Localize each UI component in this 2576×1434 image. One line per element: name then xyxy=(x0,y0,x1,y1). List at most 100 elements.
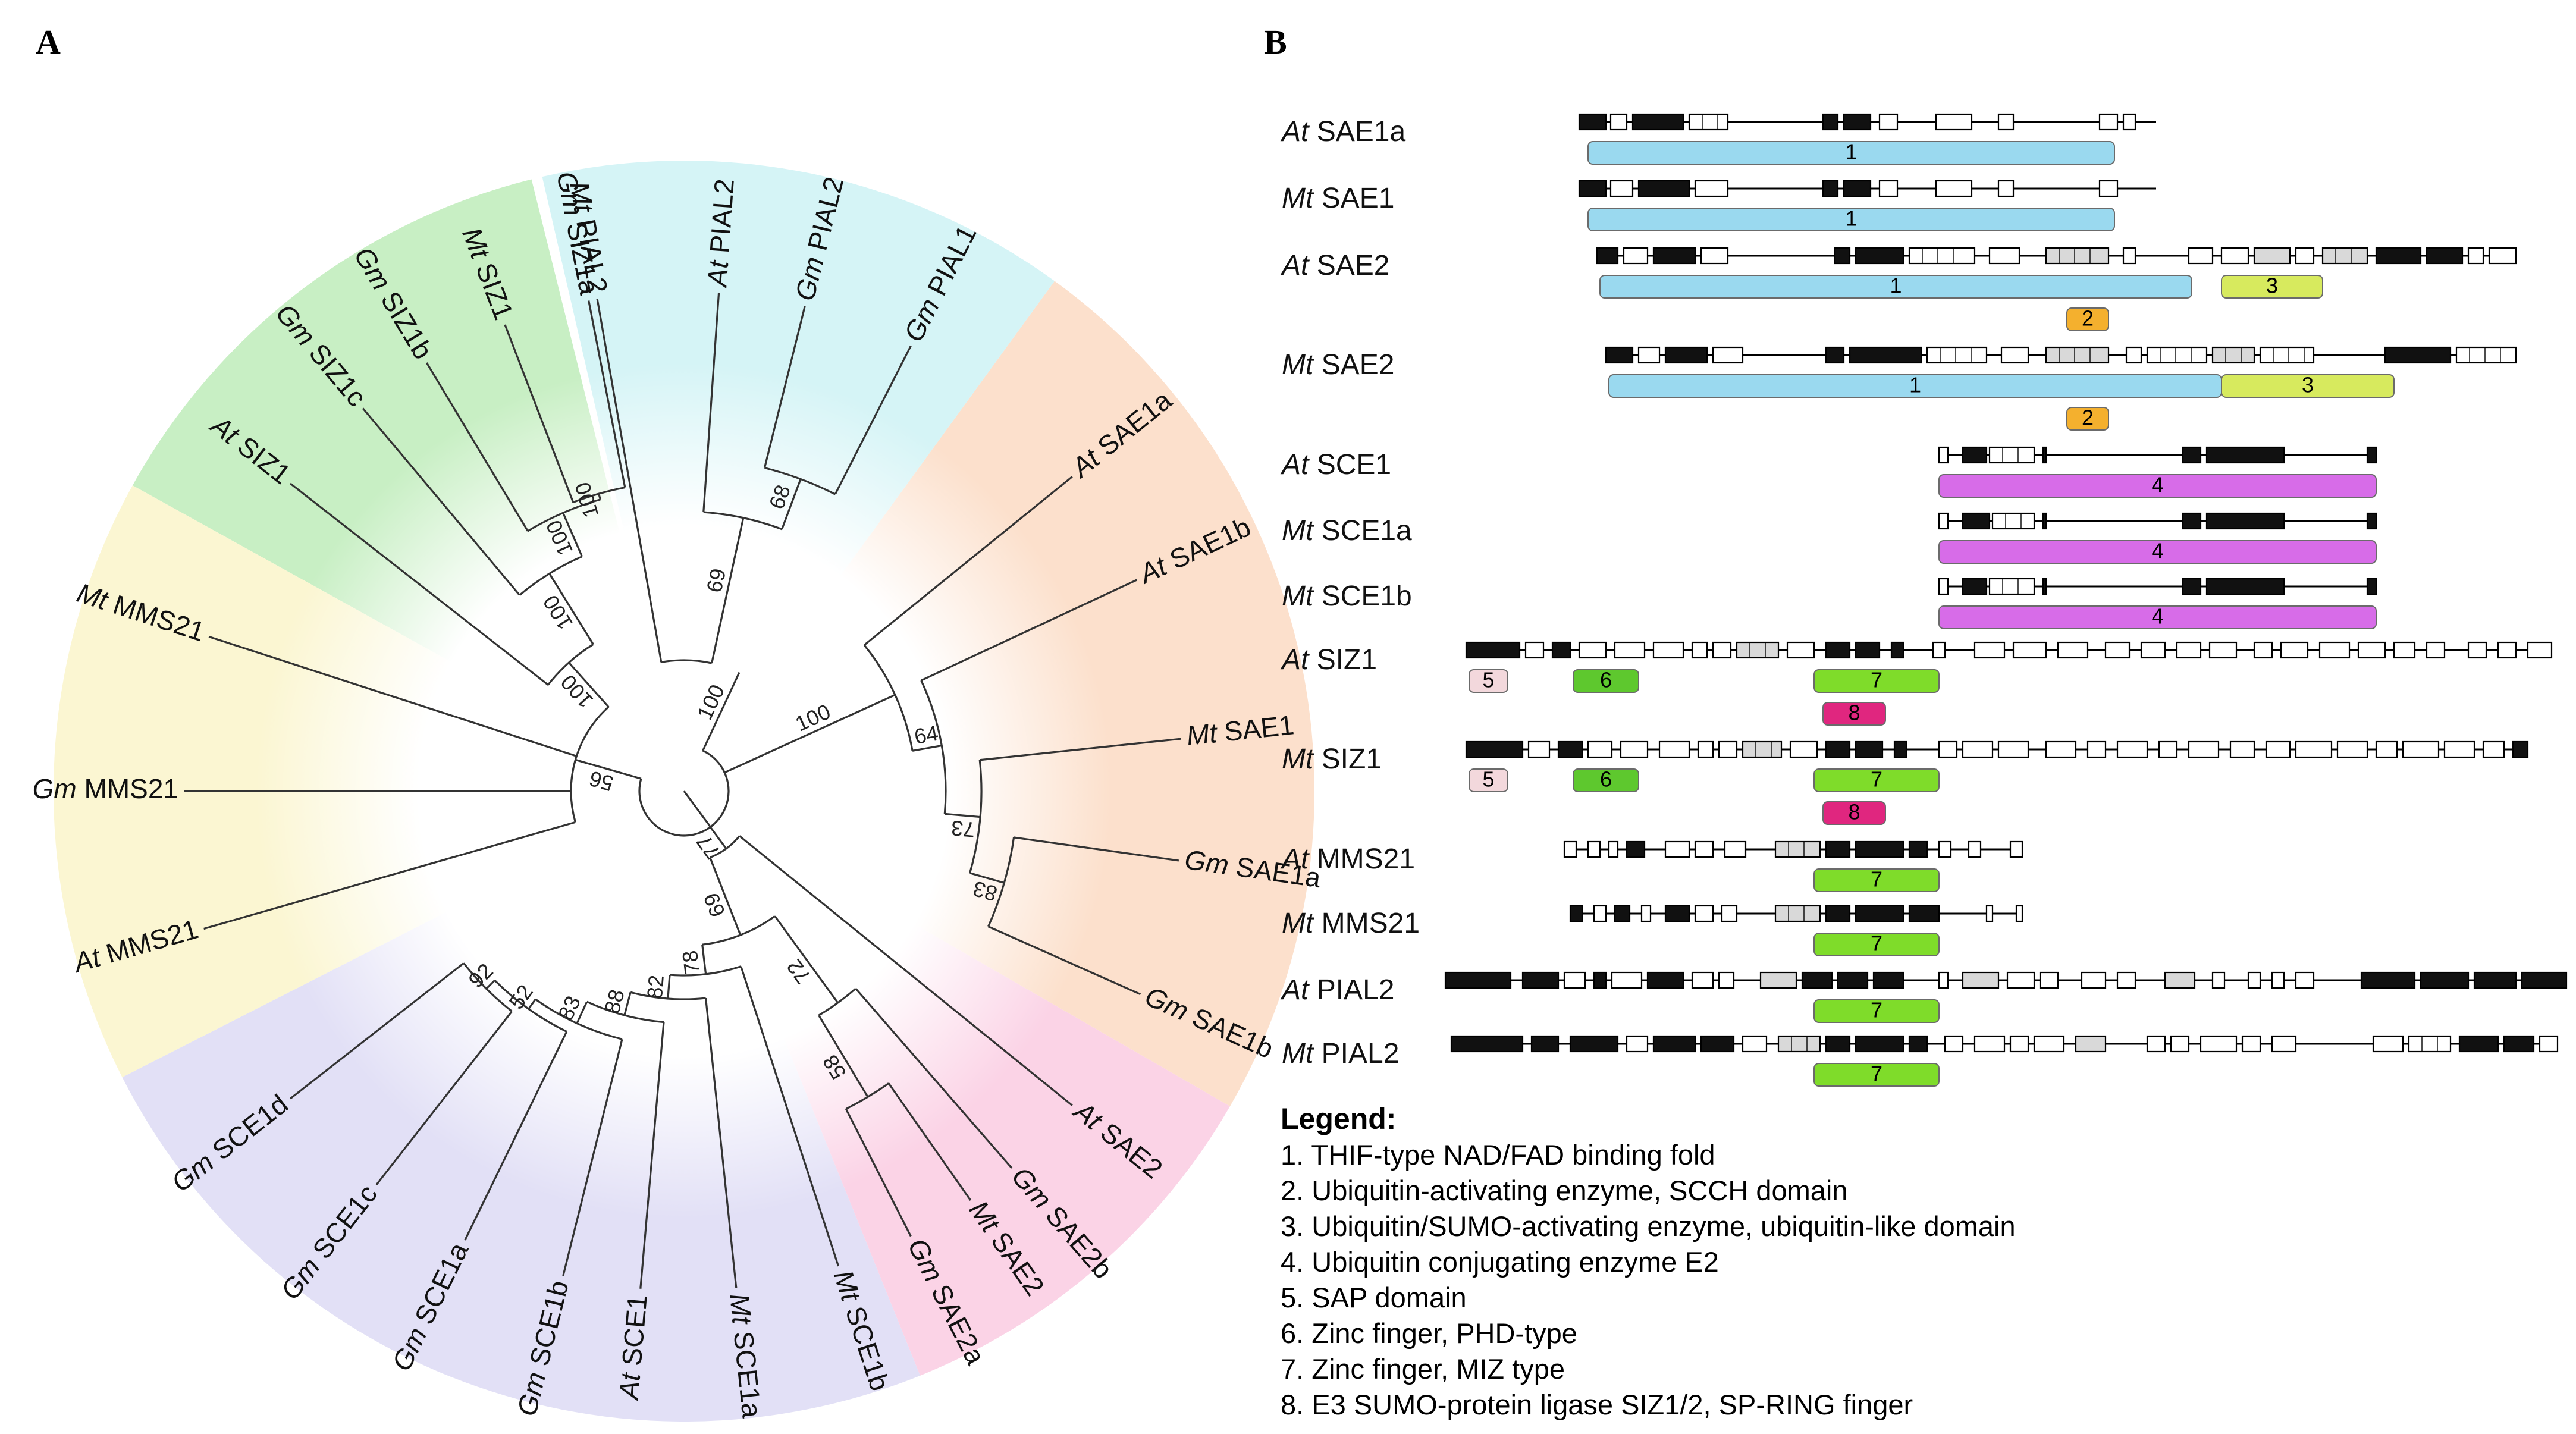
exon xyxy=(1973,641,2006,659)
tree-branches xyxy=(184,292,1181,1289)
exon xyxy=(1640,905,1652,922)
exon xyxy=(1855,1035,1904,1053)
exon xyxy=(2482,740,2505,758)
exon xyxy=(1962,971,2000,989)
domain-bar xyxy=(1938,605,2377,629)
gene-model-at-sae1a: 1 xyxy=(1578,113,2156,165)
domain-3-bar: 3 xyxy=(2221,274,2323,299)
exon xyxy=(2357,641,2386,659)
exon xyxy=(1596,247,1619,265)
exon xyxy=(1614,641,1646,659)
exon xyxy=(2042,446,2047,464)
exon xyxy=(2253,641,2273,659)
domain-bar xyxy=(1813,1063,1940,1087)
domain-number-label: 7 xyxy=(1871,998,1882,1022)
exon xyxy=(1664,840,1690,858)
domain-bar xyxy=(2221,374,2395,398)
branch-line xyxy=(598,493,601,500)
exon xyxy=(2211,346,2255,364)
exon xyxy=(2408,1035,2452,1053)
exon xyxy=(1521,971,1560,989)
exon xyxy=(2271,971,2285,989)
exon xyxy=(2512,740,2529,758)
exon xyxy=(2295,971,2315,989)
exon xyxy=(2122,113,2136,131)
exon xyxy=(1822,113,1839,131)
exon xyxy=(1938,578,1949,595)
legend-item-3: 3. Ubiquitin/SUMO-activating enzyme, ubi… xyxy=(1281,1210,2016,1242)
domain-number-label: 2 xyxy=(2082,306,2094,331)
exon xyxy=(1938,971,1949,989)
exon xyxy=(2205,446,2285,464)
branch-line xyxy=(709,826,727,849)
domain-bar xyxy=(1938,540,2377,564)
domain-7-bar: 7 xyxy=(1813,668,1940,693)
branch-arc xyxy=(969,760,983,874)
exon xyxy=(1569,905,1583,922)
branch-line xyxy=(362,407,520,596)
branch-line xyxy=(667,974,671,999)
exon xyxy=(1973,1035,2006,1053)
domain-number-label: 3 xyxy=(2266,274,2278,298)
branch-arc xyxy=(863,644,914,751)
exon xyxy=(2182,578,2202,595)
legend-item-6: 6. Zinc finger, PHD-type xyxy=(1281,1317,1577,1349)
exon xyxy=(1843,180,1872,197)
exon xyxy=(1631,113,1684,131)
domain-bar xyxy=(1599,275,2192,299)
branch-arc xyxy=(920,680,947,814)
branch-line xyxy=(763,306,806,469)
exon xyxy=(1605,346,1634,364)
exon xyxy=(2375,740,2398,758)
exon xyxy=(1742,1035,1768,1053)
domain-number-label: 4 xyxy=(2151,604,2163,629)
exon xyxy=(2467,641,2487,659)
exon xyxy=(1837,971,1869,989)
exon xyxy=(2208,641,2238,659)
exon xyxy=(1890,641,1904,659)
domain-bar xyxy=(1813,868,1940,892)
exon xyxy=(1988,446,2035,464)
exon xyxy=(1551,641,1571,659)
exon xyxy=(2146,346,2208,364)
branch-line xyxy=(781,478,802,530)
branch-arc xyxy=(710,835,741,859)
gene-model-mt-mms21: 7 xyxy=(1569,905,2023,956)
exon xyxy=(2033,1035,2065,1053)
exon xyxy=(2253,247,2291,265)
exon xyxy=(1569,1035,1619,1053)
branch-line xyxy=(562,1038,623,1276)
domain-7-bar: 7 xyxy=(1813,867,1940,892)
exon xyxy=(1718,740,1738,758)
exon xyxy=(1608,840,1619,858)
branch-arc xyxy=(547,644,594,686)
branch-arc xyxy=(987,837,1015,927)
exon xyxy=(2295,247,2315,265)
exon xyxy=(1944,1035,1964,1053)
domain-2-bar: 2 xyxy=(2066,406,2109,431)
exon xyxy=(2372,1035,2404,1053)
exon xyxy=(1825,1035,1851,1053)
legend-item-8: 8. E3 SUMO-protein ligase SIZ1/2, SP-RIN… xyxy=(1281,1389,1913,1420)
exon xyxy=(1691,971,1714,989)
exon xyxy=(1968,840,1982,858)
domain-4-bar: 4 xyxy=(1938,473,2377,498)
gene-name-at-mms21: At MMS21 xyxy=(1280,843,1415,875)
exon xyxy=(2384,346,2452,364)
exon xyxy=(1593,905,1607,922)
domain-1-bar: 1 xyxy=(1608,373,2222,398)
exon xyxy=(1697,740,1714,758)
domain-1-bar: 1 xyxy=(1599,274,2192,299)
exon xyxy=(2205,512,2285,530)
exon xyxy=(1712,346,1744,364)
exon xyxy=(2443,740,2475,758)
exon xyxy=(2467,247,2484,265)
exon xyxy=(1825,641,1851,659)
exon xyxy=(1524,641,1545,659)
branch-line xyxy=(980,738,1181,761)
gene-name-mt-sce1a: Mt SCE1a xyxy=(1282,515,1412,547)
domain-number-label: 8 xyxy=(1848,800,1860,824)
gene-name-mt-pial2: Mt PIAL2 xyxy=(1282,1038,1399,1069)
domain-2-bar: 2 xyxy=(2066,306,2109,331)
domain-8-bar: 8 xyxy=(1822,800,1886,825)
